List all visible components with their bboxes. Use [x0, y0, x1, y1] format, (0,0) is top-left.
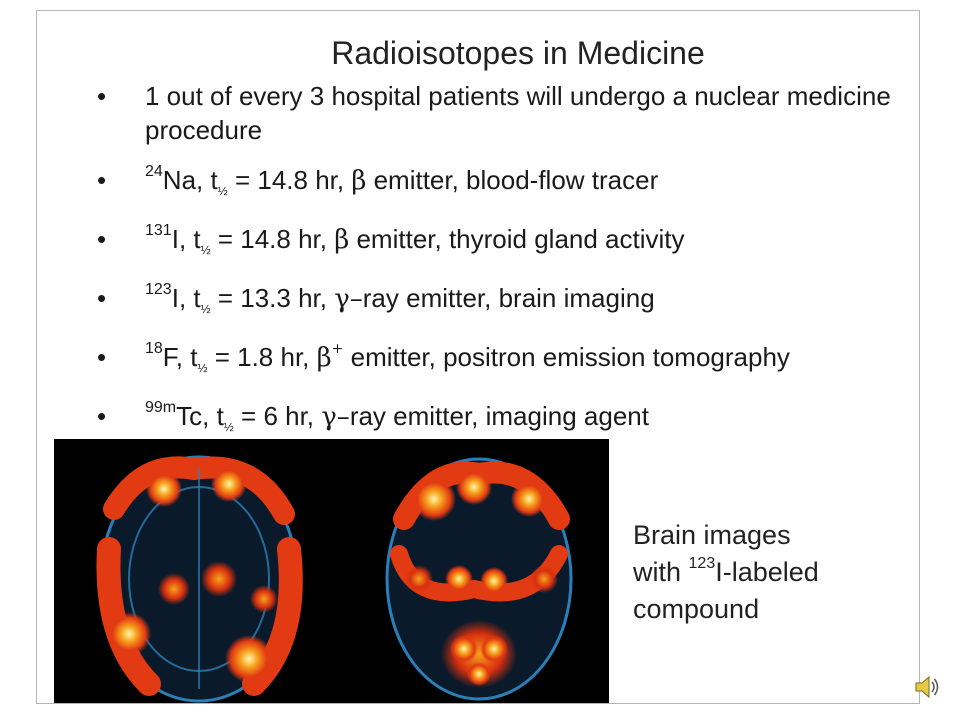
bullet-dot: • — [97, 342, 107, 372]
half-life-value: = 6 hr, — [233, 401, 322, 431]
element-symbol: Tc — [176, 401, 203, 431]
bullet-use: ray emitter, imaging agent — [349, 401, 649, 431]
slide-frame: Radioisotopes in Medicine • 1 out of eve… — [36, 10, 920, 704]
bullet-use: ray emitter, brain imaging — [362, 283, 655, 313]
bullet-item: • 99mTc, t½ = 6 hr, γ–ray emitter, imagi… — [97, 399, 917, 438]
brain-scan-image — [54, 439, 609, 703]
caption-line: compound — [633, 594, 760, 624]
half-life-label: , t — [175, 342, 198, 372]
half-life-value: = 13.3 hr, — [210, 283, 335, 313]
half-subscript: ½ — [197, 361, 208, 375]
brain-scan-left — [96, 455, 303, 703]
emitter-symbol: β+ — [316, 341, 344, 373]
emitter-symbol: γ– — [334, 284, 363, 314]
bullet-item: • 1 out of every 3 hospital patients wil… — [97, 79, 917, 147]
half-life-label: , t — [178, 283, 201, 313]
bullet-item: • 18F, t½ = 1.8 hr, β+ emitter, positron… — [97, 340, 917, 379]
half-life-label: , t — [178, 224, 201, 254]
image-caption: Brain images with 123I-labeled compound — [633, 517, 819, 628]
element-symbol: Na — [162, 165, 197, 195]
bullet-dot: • — [97, 81, 107, 111]
bullet-item: • 131I, t½ = 14.8 hr, β emitter, thyroid… — [97, 222, 917, 261]
half-life-label: , t — [202, 401, 224, 431]
caption-text: with — [633, 557, 689, 587]
half-life-value: = 14.8 hr, — [227, 165, 352, 195]
element-symbol: I — [171, 283, 179, 313]
half-life-value: = 14.8 hr, — [210, 224, 335, 254]
element-symbol: F — [162, 342, 176, 372]
element-symbol: I — [171, 224, 179, 254]
caption-line: Brain images — [633, 520, 791, 550]
mass-number: 131 — [145, 222, 172, 240]
emitter-symbol: γ– — [321, 402, 350, 432]
caption-line: with 123I-labeled — [633, 554, 819, 591]
caption-text: I-labeled — [715, 557, 819, 587]
half-subscript: ½ — [223, 420, 234, 434]
half-life-value: = 1.8 hr, — [207, 342, 317, 372]
half-subscript: ½ — [217, 184, 228, 198]
bullet-use: emitter, thyroid gland activity — [349, 224, 685, 254]
mass-number: 24 — [145, 163, 163, 181]
bullet-dot: • — [97, 401, 107, 431]
mass-number: 99m — [145, 399, 177, 417]
bullet-list: • 1 out of every 3 hospital patients wil… — [97, 79, 917, 458]
bullet-use: emitter, positron emission tomography — [343, 342, 790, 372]
brain-scan-graphic — [96, 455, 573, 703]
mass-number: 123 — [145, 281, 172, 299]
bullet-dot: • — [97, 165, 107, 195]
brain-scan-right — [385, 457, 573, 701]
bullet-text: 1 out of every 3 hospital patients will … — [145, 81, 891, 145]
caption-mass-number: 123 — [688, 555, 716, 572]
half-life-label: , t — [196, 165, 218, 195]
bullet-dot: • — [97, 224, 107, 254]
emitter-symbol: β — [334, 225, 350, 255]
emitter-letter: β — [316, 343, 332, 373]
slide-title: Radioisotopes in Medicine — [331, 35, 705, 71]
bullet-item: • 24Na, t½ = 14.8 hr, β emitter, blood-f… — [97, 163, 917, 202]
bullet-dot: • — [97, 283, 107, 313]
half-subscript: ½ — [200, 302, 211, 316]
speaker-icon[interactable] — [912, 672, 942, 702]
bullet-use: emitter, blood-flow tracer — [366, 165, 659, 195]
mass-number: 18 — [145, 340, 163, 358]
emitter-symbol: β — [351, 166, 367, 196]
emitter-charge: + — [331, 341, 344, 358]
half-subscript: ½ — [200, 243, 211, 257]
bullet-item: • 123I, t½ = 13.3 hr, γ–ray emitter, bra… — [97, 281, 917, 320]
